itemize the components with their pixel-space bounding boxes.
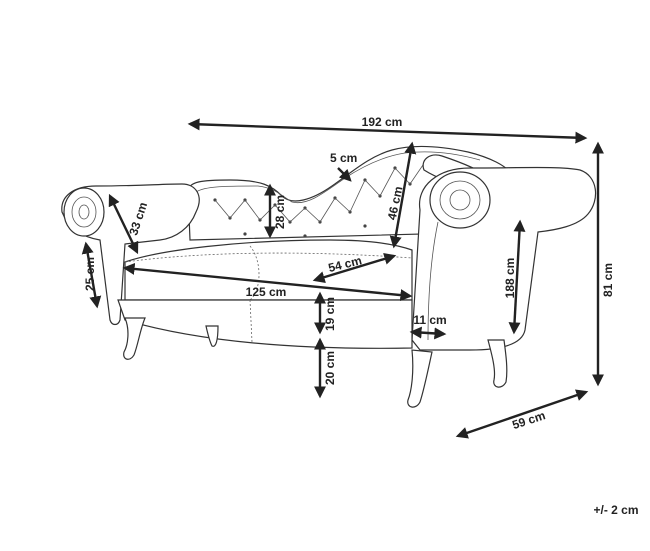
tolerance-note: +/- 2 cm	[593, 503, 638, 517]
overall-height-label: 81 cm	[601, 263, 615, 297]
backrest-top-label: 5 cm	[330, 151, 357, 165]
seat-thickness-label: 19 cm	[323, 297, 337, 331]
seat-width-label: 125 cm	[246, 285, 287, 299]
overall-width-arrow	[187, 118, 588, 144]
back-depth-arrow	[389, 141, 417, 249]
backrest-height-label: 28 cm	[273, 195, 287, 229]
leg-offset-label: 11 cm	[413, 313, 446, 327]
seat-base	[117, 299, 413, 349]
depth-label: 59 cm	[510, 408, 547, 432]
side-height-label: 188 cm	[503, 258, 517, 299]
dimension-arrows	[81, 118, 604, 439]
side-height-arrow	[508, 219, 526, 335]
leg-height-label: 20 cm	[323, 351, 337, 385]
overall-width-label: 192 cm	[362, 115, 403, 129]
arm-side-height-arrow	[81, 241, 102, 309]
right-arm-scroll	[429, 171, 491, 229]
back-depth-label: 46 cm	[385, 185, 406, 221]
arm-side-height-label: 25 cm	[83, 257, 97, 291]
seat-width-arrow	[122, 262, 413, 302]
legs	[123, 317, 508, 408]
depth-arrow	[455, 389, 589, 439]
left-arm-scroll	[63, 187, 105, 237]
armrest-height-arrow	[108, 193, 139, 255]
leg-offset-arrow	[409, 326, 447, 340]
backrest-top-arrow	[337, 167, 352, 182]
